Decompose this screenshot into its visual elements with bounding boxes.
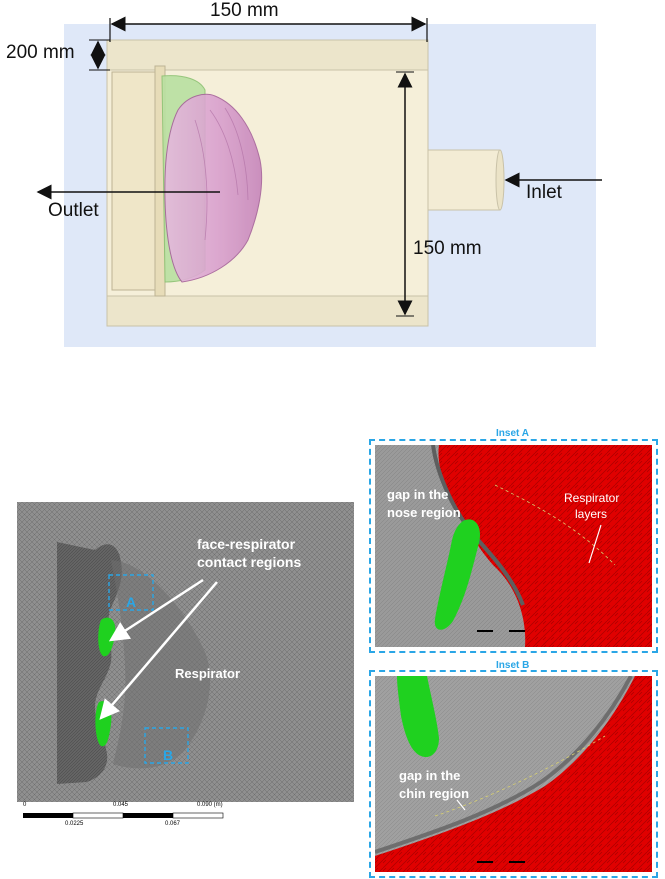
inset-a-green-contact (434, 519, 481, 630)
mesh-overview-svg (17, 502, 354, 832)
scale-tick-0067: 0.067 (165, 821, 181, 827)
inset-a-title: Inset A (496, 428, 529, 439)
face-plate (111, 71, 159, 291)
domain-diagram: 150 mm 200 mm 150 mm Inlet Outlet (0, 0, 665, 350)
inset-b-red-mask (375, 676, 652, 872)
depth-dimension-label: 200 mm (6, 42, 75, 63)
inlet-label: Inlet (526, 182, 562, 203)
scale-tick-00225: 0.0225 (65, 821, 84, 827)
inlet-pipe (427, 149, 501, 211)
inset-a-gap-label-line1: gap in the (387, 487, 449, 502)
domain-bottom-slab (106, 295, 429, 327)
domain-top-slab (106, 39, 429, 71)
width-dimension-label: 150 mm (210, 0, 279, 21)
inset-box-b (144, 727, 189, 764)
inset-a-layers-label-line2: layers (575, 507, 608, 521)
scale-tick-0045: 0.045 (113, 802, 129, 808)
scale-tick-0090: 0.090 (m) (197, 802, 223, 808)
respirator-shape (164, 93, 263, 283)
inset-box-b-label: B (163, 747, 174, 763)
inset-b-svg (375, 676, 652, 872)
height-dimension-label: 150 mm (413, 238, 482, 259)
inset-box-a-label: A (126, 594, 137, 610)
inset-b-gap-label-line2: chin region (399, 786, 470, 801)
inset-box-a (108, 574, 154, 611)
inset-b-green-contact (397, 676, 439, 758)
inset-b-title: Inset B (496, 660, 530, 671)
inset-b-gap-label-line1: gap in the (399, 768, 461, 783)
scale-tick-0: 0 (23, 802, 27, 808)
mesh-respirator (111, 560, 211, 769)
pointer-to-nose (108, 578, 204, 642)
pointer-to-chin (99, 581, 218, 720)
inset-b-panel: gap in the chin region (369, 670, 658, 878)
outlet-label: Outlet (48, 200, 99, 221)
contact-regions-label-line1: face-respirator (197, 536, 296, 552)
respirator-label: Respirator (175, 666, 241, 681)
inset-a-svg (375, 445, 652, 647)
contact-regions-label-line2: contact regions (197, 554, 302, 570)
mesh-overview: face-respirator contact regions Respirat… (17, 502, 354, 832)
domain-diagram-svg (36, 16, 602, 347)
inset-a-layers-label-line1: Respirator (564, 491, 620, 505)
face-profile (57, 542, 122, 784)
inset-a-panel: gap in the nose region Respirator layers (369, 439, 658, 653)
inset-a-red-mask (438, 445, 652, 647)
inset-a-gap-label-line2: nose region (387, 505, 461, 520)
